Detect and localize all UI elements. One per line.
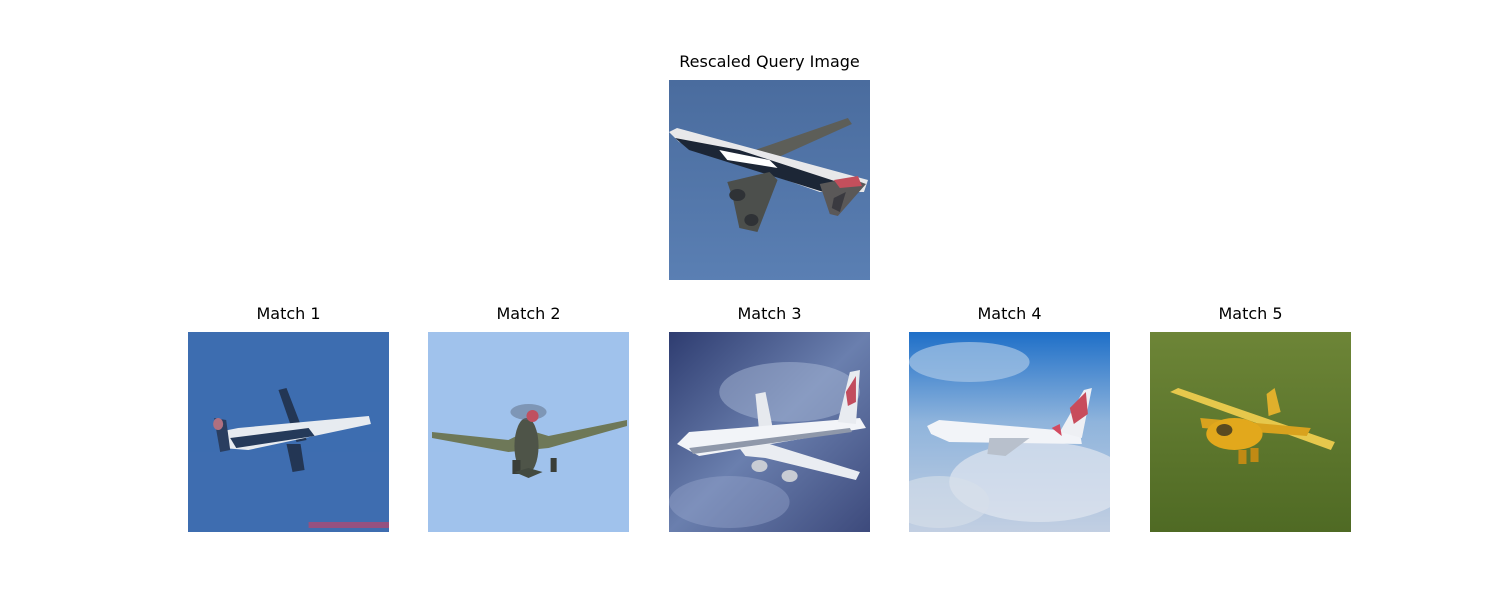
match-image [188, 332, 389, 532]
match-title: Match 1 [256, 304, 321, 323]
match-title: Match 5 [1218, 304, 1283, 323]
match-title: Match 2 [496, 304, 561, 323]
match-title: Match 3 [737, 304, 802, 323]
match-image [669, 332, 870, 532]
match-image [1150, 332, 1351, 532]
query-title: Rescaled Query Image [679, 52, 860, 71]
query-image [669, 80, 870, 280]
match-image [909, 332, 1110, 532]
match-title: Match 4 [977, 304, 1042, 323]
match-image [428, 332, 629, 532]
